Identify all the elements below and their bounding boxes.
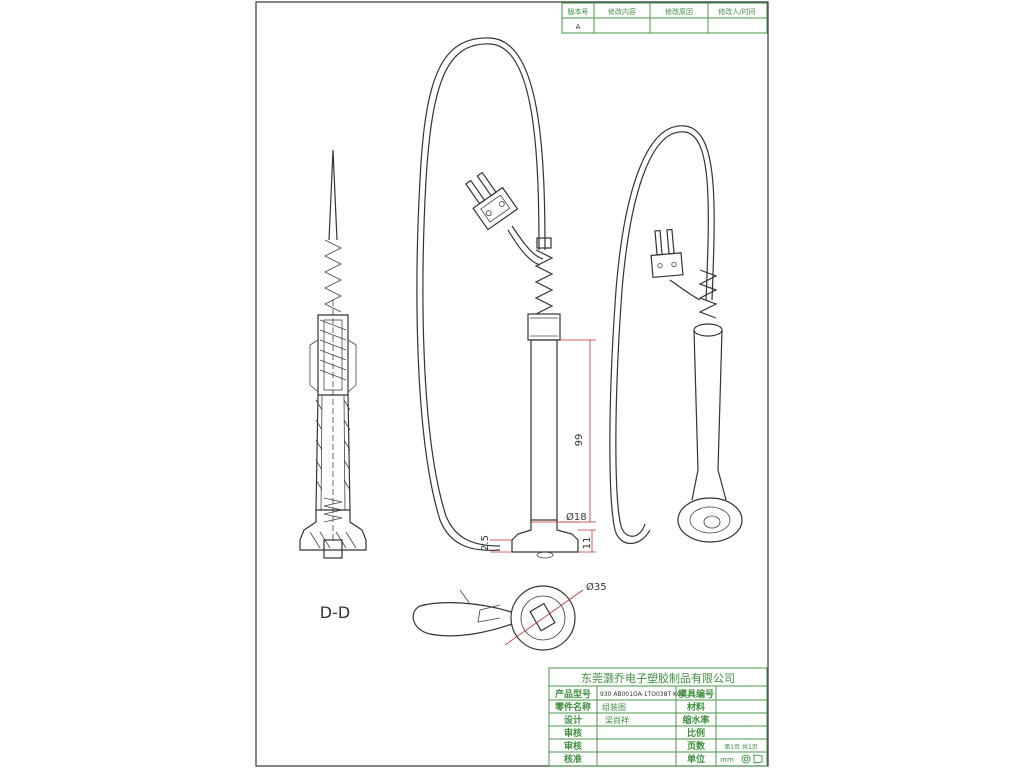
tb-label-review1: 审核 [564, 727, 582, 739]
title-block: 东莞灏乔电子塑胶制品有限公司 产品型号 930 AB001OA-1TO038T … [548, 667, 768, 767]
section-label: D-D [320, 603, 350, 622]
tb-value-design: 梁尚祥 [605, 715, 629, 725]
tb-label-pages: 页数 [687, 740, 706, 752]
iso-connector-icon [650, 228, 684, 279]
dim-diameter-base-label: Ø35 [586, 581, 607, 593]
rev-header-person: 修改人/时间 [718, 7, 755, 16]
tb-value-part: 组装图 [602, 702, 626, 712]
tb-label-scale: 比例 [687, 727, 705, 739]
thermocouple-connector-icon [464, 171, 519, 231]
tb-label-material: 材料 [686, 701, 705, 713]
rev-header-content: 修改内容 [608, 7, 636, 16]
tb-value-unit: mm [720, 756, 734, 764]
rev-header-reason: 修改原因 [665, 7, 693, 16]
main-probe-view: 99 Ø18 11 2.5 [416, 37, 596, 559]
tb-label-model: 产品型号 [555, 688, 591, 700]
dim-base-height-label: 11 [582, 537, 593, 550]
dim-diameter-body-label: Ø18 [566, 511, 587, 523]
tb-label-shrink: 缩水率 [682, 714, 709, 726]
bottom-view: Ø35 [412, 581, 607, 651]
dim-length-label: 99 [574, 434, 585, 447]
dim-flange-label: 2.5 [480, 535, 491, 551]
rev-header-version: 版本号 [568, 7, 589, 16]
tb-label-part: 零件名称 [554, 701, 591, 713]
rev-row-version: A [576, 23, 581, 31]
tb-label-unit: 单位 [687, 753, 705, 765]
tb-label-design: 设计 [564, 714, 582, 726]
drawing-frame [255, 1, 769, 767]
tb-value-pages: 第1页 共1页 [724, 743, 758, 751]
revision-table: 版本号 修改内容 修改原因 修改人/时间 A [561, 2, 768, 34]
isometric-probe-view [609, 125, 743, 545]
company-name: 东莞灏乔电子塑胶制品有限公司 [581, 671, 735, 685]
tb-value-model: 930 AB001OA-1TO038T K01 [600, 691, 685, 698]
section-view-dd: D-D [299, 149, 367, 622]
tb-label-mold: 模具编号 [678, 688, 714, 700]
projection-symbol-icon [741, 754, 763, 764]
tb-label-approve: 核准 [564, 753, 582, 765]
tb-label-review2: 审核 [564, 740, 582, 752]
